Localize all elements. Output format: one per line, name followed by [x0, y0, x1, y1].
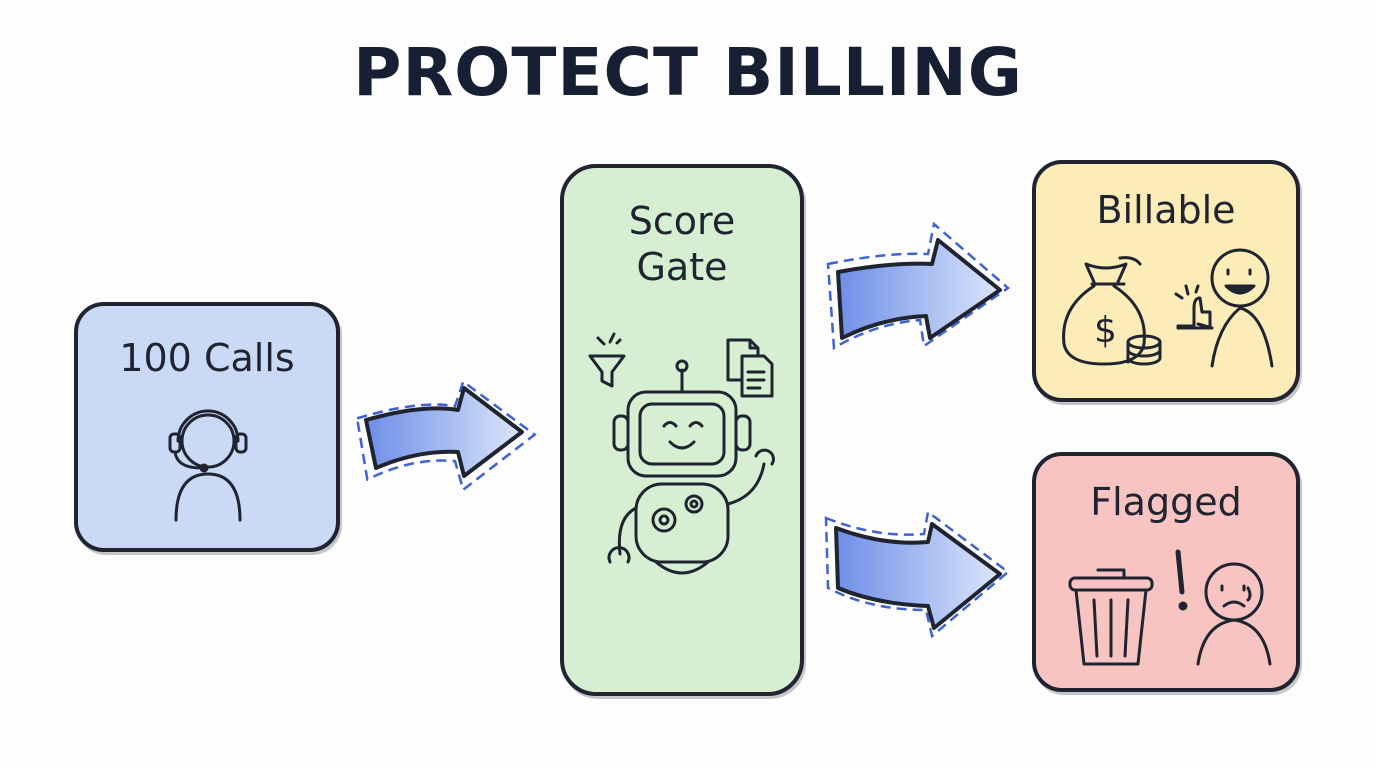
billable-label: Billable	[1096, 188, 1236, 232]
flagged-label: Flagged	[1090, 480, 1242, 524]
sad-person-icon	[1175, 549, 1272, 666]
score-gate-node: Score Gate	[560, 164, 804, 696]
calls-label: 100 Calls	[119, 336, 295, 380]
exclamation-icon	[1175, 549, 1185, 595]
arrow-gate-to-flagged	[824, 509, 1011, 639]
calls-node: 100 Calls	[74, 302, 340, 552]
billable-node: Billable $	[1032, 160, 1300, 402]
flagged-node: Flagged	[1032, 452, 1300, 692]
diagram-title: PROTECT BILLING	[353, 34, 1023, 111]
score-gate-label: Score Gate	[564, 198, 800, 290]
score-gate-label-line1: Score	[628, 199, 736, 243]
arrow-calls-to-gate	[355, 379, 537, 492]
thumbs-up-person-icon	[1174, 248, 1274, 368]
svg-text:$: $	[1094, 310, 1117, 351]
funnel-icon	[588, 354, 626, 388]
arrow-gate-to-billable	[826, 221, 1011, 351]
headset-agent-icon	[168, 409, 248, 522]
money-bag-icon: $	[1062, 256, 1162, 366]
trash-can-icon	[1068, 568, 1154, 666]
robot-icon	[588, 332, 775, 575]
score-gate-label-line2: Gate	[636, 245, 728, 289]
